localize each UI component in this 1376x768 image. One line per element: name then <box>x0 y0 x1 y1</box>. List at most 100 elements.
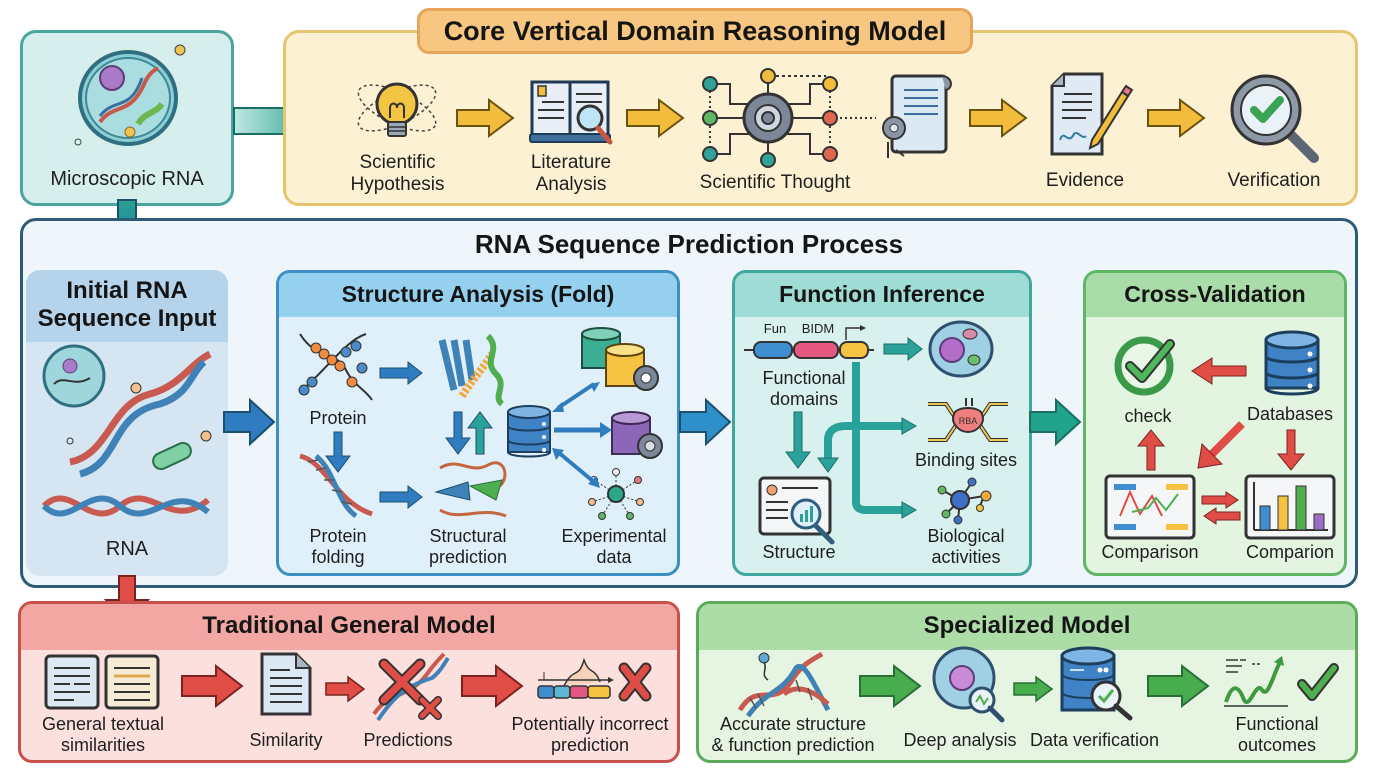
yellow-arrow-right-icon <box>626 98 685 138</box>
protein-chain-icon <box>298 333 373 401</box>
comparion-label: Comparion <box>1245 542 1335 562</box>
label-line: folding <box>311 547 365 567</box>
red-arrow-right-icon <box>325 675 366 703</box>
blue-arrow-right-icon <box>379 360 423 386</box>
check-label: check <box>1124 406 1172 426</box>
label-line: Structural <box>429 526 507 546</box>
specialized-model-title: Specialized Model <box>699 604 1355 650</box>
red-arrow-diagonal-icon <box>1197 421 1245 469</box>
deep-analysis-label: Deep analysis <box>903 730 1017 750</box>
check-circle-icon <box>1114 336 1175 396</box>
blue-arrow-down-icon <box>325 431 351 473</box>
yellow-arrow-right-icon <box>969 98 1028 138</box>
function-inference-title: Function Inference <box>735 273 1029 317</box>
red-arrow-down-icon <box>1276 429 1306 471</box>
red-arrow-left-icon <box>1191 357 1247 385</box>
label-line: data <box>596 547 632 567</box>
binding-protein-text: RBA <box>959 416 978 426</box>
gene-label-fun: Fun <box>763 321 787 336</box>
blue-arrow-right-icon <box>223 397 276 447</box>
database-purple-gear-icon <box>611 411 663 459</box>
bidirectional-arrows-icon <box>445 411 493 455</box>
similarity-label: Similarity <box>249 730 323 750</box>
accurate-prediction-label: Accurate structure& function prediction <box>700 714 886 756</box>
title-line: Initial RNA <box>66 277 188 304</box>
label-line: outcomes <box>1237 735 1317 755</box>
function-flow-arrows-icon <box>785 362 918 519</box>
databases-label: Databases <box>1246 404 1334 424</box>
gear-network-icon <box>702 68 876 168</box>
dna-helix-icon <box>299 453 373 519</box>
label-line: Potentially incorrect <box>511 714 669 734</box>
text-documents-icon <box>44 654 160 710</box>
teal-arrow-right-icon <box>883 336 923 362</box>
functional-outcomes-icon <box>1224 656 1339 707</box>
swap-arrows-icon <box>1201 491 1241 525</box>
incorrect-sequence-icon <box>537 657 652 702</box>
database-icon <box>1264 330 1320 396</box>
microscopic-rna-label: Microscopic RNA <box>50 168 204 190</box>
core-step-verification-label: Verification <box>1227 170 1321 191</box>
green-arrow-right-icon <box>1147 663 1210 709</box>
biological-network-icon <box>937 477 992 525</box>
yellow-arrow-right-icon <box>456 98 515 138</box>
rna-helix-cell-icon <box>41 344 212 517</box>
label-line: Accurate structure <box>719 714 867 734</box>
dna-accurate-icon <box>737 651 831 718</box>
blue-arrow-right-icon <box>679 397 732 447</box>
core-step-thought-label: Scientific Thought <box>699 172 851 193</box>
binding-sites-label: Binding sites <box>914 450 1018 470</box>
predictions-label: Predictions <box>363 730 453 750</box>
label-line: Functional <box>1235 714 1319 734</box>
label-line: General textual <box>41 714 165 734</box>
core-model-title: Core Vertical Domain Reasoning Model <box>417 8 973 54</box>
label-line: prediction <box>428 547 508 567</box>
gene-label-bidm: BIDM <box>801 321 835 336</box>
yellow-arrow-right-icon <box>1147 98 1206 138</box>
database-icon <box>507 405 551 458</box>
comparison-label: Comparison <box>1101 542 1199 562</box>
green-arrow-right-icon <box>859 663 922 709</box>
lightbulb-atom-icon <box>357 82 437 137</box>
label-line: Scientific <box>359 152 436 173</box>
rna-label: RNA <box>105 538 149 560</box>
label-line: domains <box>769 389 839 409</box>
label-line: Hypothesis <box>350 174 445 195</box>
comparison-bar-chart-icon <box>1244 474 1336 540</box>
binding-sites-icon: RBA <box>928 398 1008 442</box>
red-arrow-up-icon <box>1136 429 1166 471</box>
red-arrow-right-icon <box>461 663 524 709</box>
structure-analysis-title: Structure Analysis (Fold) <box>279 273 677 317</box>
rna-process-title: RNA Sequence Prediction Process <box>474 229 904 259</box>
label-line: Biological <box>927 526 1005 546</box>
core-step-evidence-label: Evidence <box>1045 170 1125 191</box>
structure-report-magnifier-icon <box>758 476 835 545</box>
database-link-arrows-icon <box>552 382 612 488</box>
cross-validation-title: Cross-Validation <box>1086 273 1344 317</box>
cell-with-rna-icon <box>74 44 186 146</box>
document-gear-icon <box>882 74 952 158</box>
teal-arrow-right-icon <box>1029 397 1082 447</box>
traditional-model-title: Traditional General Model <box>21 604 677 650</box>
title-line: Sequence Input <box>37 305 217 332</box>
signed-document-pencil-icon <box>1050 72 1134 156</box>
label-line: Experimental <box>561 526 667 546</box>
label-line: & function prediction <box>711 735 875 755</box>
document-icon <box>260 652 312 716</box>
label-line: activities <box>931 547 1001 567</box>
label-line: similarities <box>60 735 145 755</box>
blue-arrow-right-icon <box>379 484 423 510</box>
protein-ribbon-structure-icon <box>438 333 505 407</box>
